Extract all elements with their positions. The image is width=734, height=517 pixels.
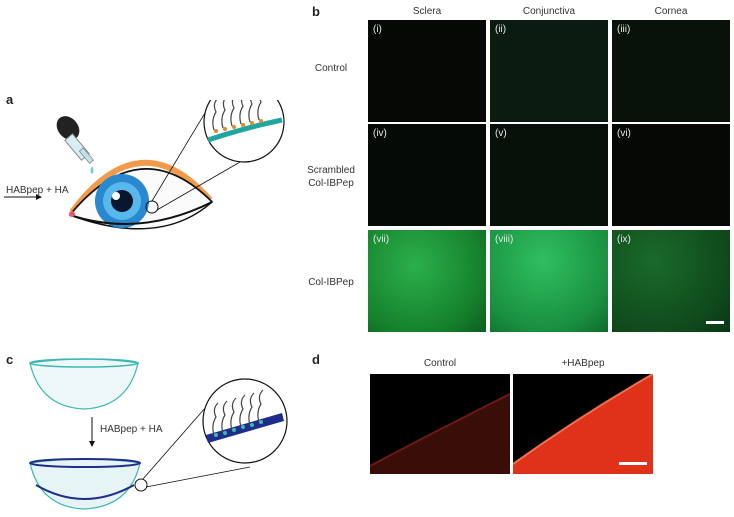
tile-label: (viii) [495,234,514,245]
tile-label: (ix) [617,234,631,245]
tile-vi: (vi) [612,124,730,226]
lens-illustration [29,358,288,510]
tile-label: (iii) [617,24,631,35]
tile-label: (ii) [495,24,507,35]
row-header-col-ibpep: Col-IBPep [308,277,354,288]
column-header-control: Control [423,358,457,369]
tile-iv: (iv) [368,124,486,226]
tile-label: (v) [495,128,507,139]
d-tile-control [370,374,510,474]
tile-ii: (ii) [490,20,608,122]
tile-label: (i) [373,24,382,35]
tile-ix: (ix) [612,230,730,332]
column-header-cornea: Cornea [654,6,688,17]
tile-vii: (vii) [368,230,486,332]
treatment-label-a: HABpep + HA [6,185,69,196]
magnified-view [202,378,288,464]
eye [68,160,214,230]
magnified-view [203,100,285,163]
tile-viii: (viii) [490,230,608,332]
lens-bottom [29,458,141,510]
tile-i: (i) [368,20,486,122]
column-header-habpep: +HABpep [561,358,605,369]
tile-label: (vii) [373,234,390,245]
column-header-sclera: Sclera [412,6,442,17]
tile-label: (iv) [373,128,387,139]
dropper-icon [56,116,95,174]
panel-label-d: d [312,352,320,367]
tile-label: (vi) [617,128,631,139]
treatment-label-c: HABpep + HA [100,424,163,435]
row-header-control: Control [314,63,348,74]
tile-v: (v) [490,124,608,226]
column-header-conjunctiva: Conjunctiva [522,6,576,17]
scale-bar [706,321,724,324]
row-header-scrambled: Scrambled Col-IBPep [307,165,355,189]
habpep-fluorescence [513,374,653,474]
tile-iii: (iii) [612,20,730,122]
control-fluorescence [370,393,510,474]
lens-top [29,358,139,410]
scale-bar [619,462,647,465]
eye-illustration [4,100,285,230]
panel-label-b: b [312,4,320,19]
panel-label-c: c [6,352,14,367]
panel-label-a: a [6,92,14,107]
d-tile-habpep [513,374,653,474]
